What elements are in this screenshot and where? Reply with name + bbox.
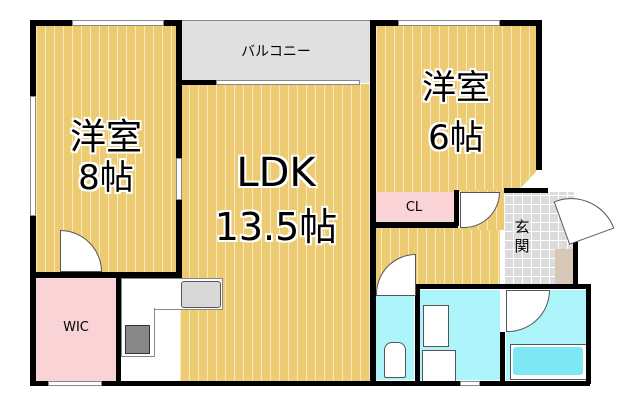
wall xyxy=(370,222,458,228)
window xyxy=(398,20,500,26)
wall xyxy=(30,381,590,386)
sink-icon xyxy=(181,281,221,308)
room-ldk xyxy=(180,84,372,384)
room-western-6 xyxy=(376,24,536,192)
window xyxy=(48,381,102,386)
bathtub-inner xyxy=(513,347,583,375)
window xyxy=(460,381,480,386)
window xyxy=(176,158,182,200)
closet-label: CL xyxy=(405,200,423,215)
wall xyxy=(415,284,420,384)
wall xyxy=(415,284,590,289)
washer-pan-icon xyxy=(422,350,456,382)
window xyxy=(216,80,360,85)
ldk-size: 13.5帖 xyxy=(214,205,338,249)
room-closet xyxy=(374,192,454,222)
shoe-box xyxy=(555,249,573,285)
wall xyxy=(180,80,218,85)
wic-label: WIC xyxy=(63,320,89,335)
western-6-name: 洋室 xyxy=(422,68,490,108)
wall xyxy=(536,20,542,170)
window xyxy=(72,20,164,26)
window xyxy=(30,96,36,216)
room-wic xyxy=(36,278,116,382)
balcony xyxy=(180,20,372,83)
western-8-name: 洋室 xyxy=(69,117,142,158)
western-6-size: 6帖 xyxy=(428,118,484,158)
toilet-icon xyxy=(384,342,406,378)
western-8-size: 8帖 xyxy=(78,158,134,198)
room-western-8 xyxy=(36,24,176,272)
wall xyxy=(500,332,505,384)
stove-icon xyxy=(125,325,150,354)
wall xyxy=(176,20,182,278)
entrance-label: 玄関 xyxy=(514,218,530,255)
ldk-name: LDK xyxy=(236,150,316,196)
washbasin-icon xyxy=(423,305,449,347)
wall xyxy=(504,188,548,193)
balcony-label: バルコニー xyxy=(241,44,311,60)
wall xyxy=(573,236,578,286)
wall xyxy=(586,284,591,384)
wall xyxy=(116,272,121,384)
wall xyxy=(370,20,376,384)
wall xyxy=(30,272,180,278)
wall xyxy=(454,190,459,226)
